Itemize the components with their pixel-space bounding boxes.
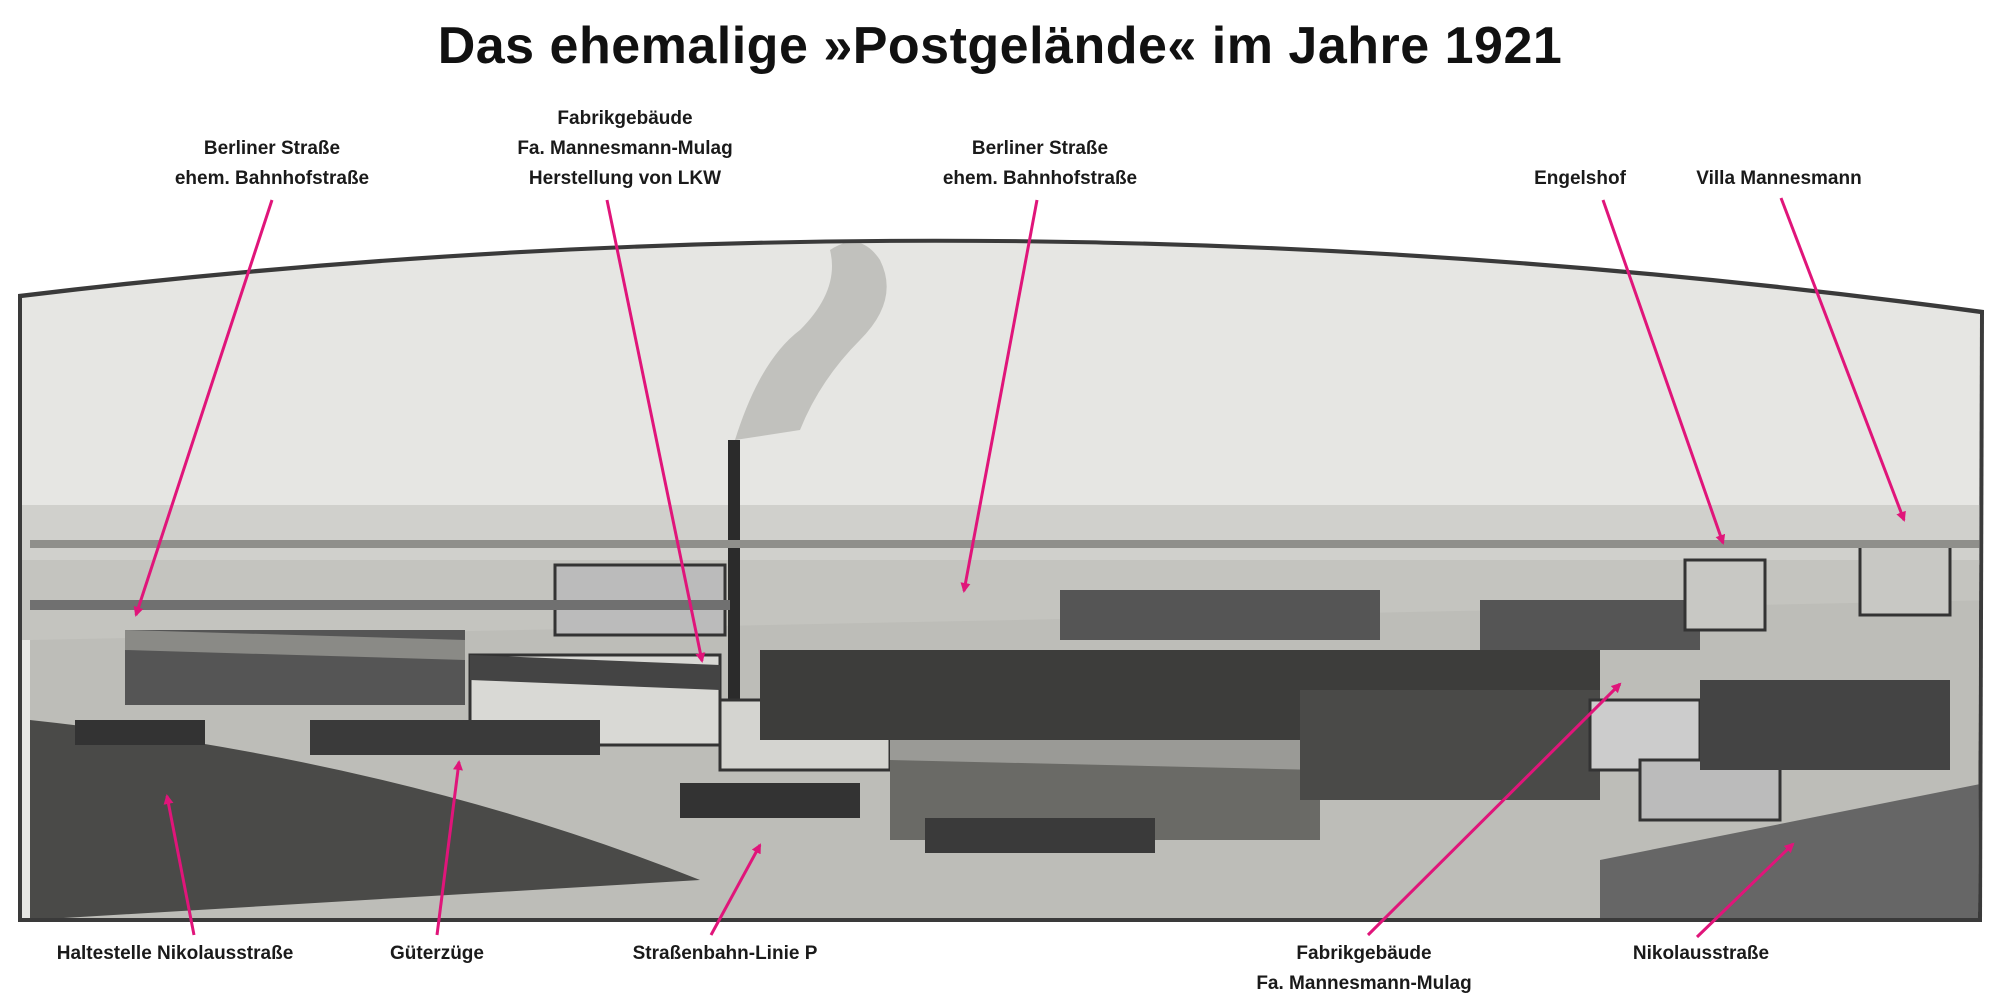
label-line: Fabrikgebäude xyxy=(1296,943,1432,964)
label-line: Berliner Straße xyxy=(203,138,341,159)
label-engelshof: Engelshof xyxy=(1534,164,1626,194)
label-line: Nikolausstraße xyxy=(1632,943,1770,964)
label-villa-mannesmann: Villa Mannesmann xyxy=(1696,164,1861,194)
arrow-nikolausstrasse xyxy=(1695,842,1795,939)
arrow-strassenbahn xyxy=(709,843,762,936)
annotation-arrows xyxy=(133,197,1906,939)
panorama-frame xyxy=(18,238,1984,922)
label-line: Engelshof xyxy=(1534,168,1626,189)
label-line: Fabrikgebäude xyxy=(557,108,693,129)
arrow-engelshof xyxy=(1601,199,1726,545)
label-line: Fa. Mannesmann-Mulag xyxy=(517,138,733,159)
label-fabrikgebaeude-bottom: Fabrikgebäude Fa. Mannesmann-Mulag xyxy=(1256,939,1471,999)
label-strassenbahn-linie-p: Straßenbahn-Linie P xyxy=(633,939,818,969)
arrow-fabrikgebaeude-lkw xyxy=(605,199,706,663)
label-fabrikgebaeude-lkw: Fabrikgebäude Fa. Mannesmann-Mulag Herst… xyxy=(517,104,732,194)
label-line: ehem. Bahnhofstraße xyxy=(174,168,370,189)
label-line: Güterzüge xyxy=(390,943,484,964)
arrow-berliner-strasse-center xyxy=(960,199,1039,593)
label-nikolausstrasse: Nikolausstraße xyxy=(1633,939,1769,969)
arrow-haltestelle xyxy=(163,794,196,936)
label-berliner-strasse-center: Berliner Straße ehem. Bahnhofstraße xyxy=(943,134,1137,194)
label-line: Fa. Mannesmann-Mulag xyxy=(1256,973,1472,994)
label-line: Villa Mannesmann xyxy=(1696,168,1862,189)
label-line: Straßenbahn-Linie P xyxy=(632,943,818,964)
label-haltestelle-nikolausstrasse: Haltestelle Nikolausstraße xyxy=(57,939,294,969)
arrow-fabrikgebaeude-bottom xyxy=(1366,682,1622,937)
label-gueterzuege: Güterzüge xyxy=(390,939,484,969)
arrow-villa-mannesmann xyxy=(1779,197,1906,522)
arrow-berliner-strasse-left xyxy=(133,199,274,617)
label-line: Herstellung von LKW xyxy=(528,168,722,189)
page-title: Das ehemalige »Postgelände« im Jahre 192… xyxy=(437,17,1563,75)
arrow-gueterzuege xyxy=(435,760,463,936)
label-berliner-strasse-left: Berliner Straße ehem. Bahnhofstraße xyxy=(175,134,369,194)
label-line: ehem. Bahnhofstraße xyxy=(942,168,1138,189)
label-line: Berliner Straße xyxy=(971,138,1109,159)
label-line: Haltestelle Nikolausstraße xyxy=(56,943,294,964)
